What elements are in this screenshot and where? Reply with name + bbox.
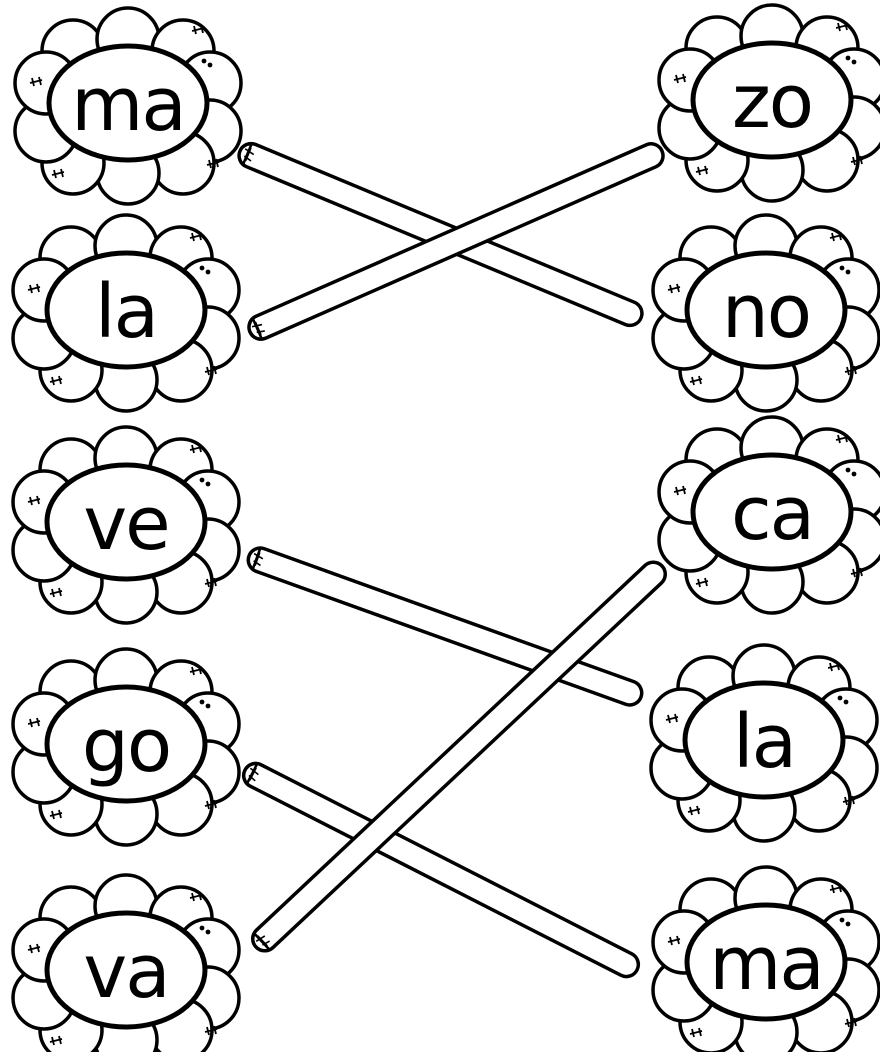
syllable-label: ve bbox=[83, 481, 168, 567]
syllable-label: la bbox=[733, 699, 795, 785]
flower-cards: ma la ve go va zo no ca la ma bbox=[13, 5, 880, 1052]
syllable-label: ca bbox=[731, 471, 813, 557]
flower-right-5: ma bbox=[653, 867, 879, 1052]
flower-left-4: go bbox=[13, 649, 239, 845]
syllable-label: la bbox=[95, 269, 157, 355]
flower-left-2: la bbox=[13, 215, 239, 411]
flower-left-3: ve bbox=[13, 427, 239, 623]
syllable-label: zo bbox=[732, 59, 812, 145]
syllable-label: ma bbox=[71, 62, 184, 148]
connection-lines bbox=[235, 140, 670, 981]
flower-right-2: no bbox=[653, 215, 879, 411]
syllable-label: go bbox=[82, 703, 170, 789]
matching-line[interactable] bbox=[240, 759, 643, 980]
flower-right-1: zo bbox=[659, 5, 880, 201]
flower-left-5: va bbox=[13, 875, 239, 1052]
syllable-label: va bbox=[83, 929, 168, 1015]
syllable-label: ma bbox=[709, 921, 822, 1007]
flower-left-1: ma bbox=[15, 8, 241, 204]
flower-right-3: ca bbox=[659, 417, 880, 613]
syllable-label: no bbox=[722, 269, 810, 355]
flower-right-4: la bbox=[651, 645, 877, 841]
